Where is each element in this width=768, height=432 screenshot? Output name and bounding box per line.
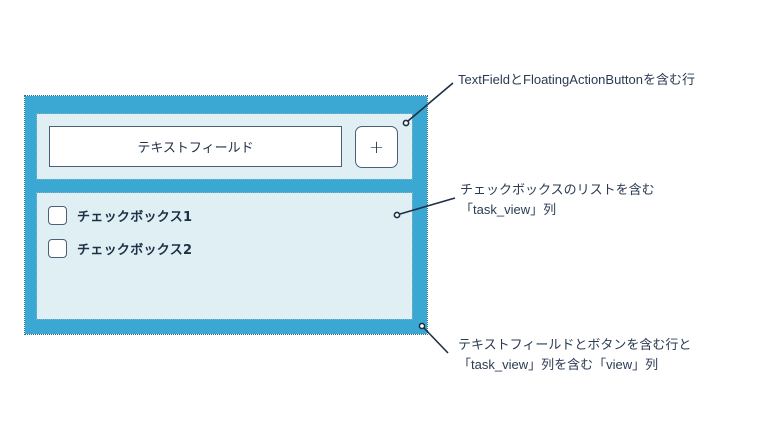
annotation-view: テキストフィールドとボタンを含む行と 「task_view」列を含む「view」… — [458, 335, 691, 375]
text-field[interactable]: テキストフィールド — [49, 126, 342, 167]
annotation-task-view-line1: チェックボックスのリストを含む — [460, 182, 655, 197]
checkbox-1[interactable] — [48, 206, 67, 225]
checkbox-label: チェックボックス2 — [77, 243, 193, 258]
callout-line-view — [423, 327, 449, 354]
annotation-view-line2: 「task_view」列を含む「view」列 — [458, 357, 659, 372]
annotation-task-view: チェックボックスのリストを含む 「task_view」列 — [460, 180, 655, 220]
plus-icon: + — [368, 136, 385, 158]
annotation-task-view-line2: 「task_view」列 — [460, 202, 557, 217]
checkbox-label: チェックボックス1 — [77, 210, 193, 225]
task-view-column — [36, 192, 413, 320]
add-button[interactable]: + — [355, 126, 398, 168]
annotation-row: TextFieldとFloatingActionButtonを含む行 — [458, 70, 695, 90]
checkbox-item[interactable]: チェックボックス2 — [48, 239, 192, 258]
text-field-label: テキストフィールド — [137, 141, 254, 156]
checkbox-item[interactable]: チェックボックス1 — [48, 206, 192, 225]
annotation-row-line1: TextFieldとFloatingActionButtonを含む行 — [458, 72, 695, 87]
annotation-view-line1: テキストフィールドとボタンを含む行と — [458, 337, 692, 352]
checkbox-2[interactable] — [48, 239, 67, 258]
